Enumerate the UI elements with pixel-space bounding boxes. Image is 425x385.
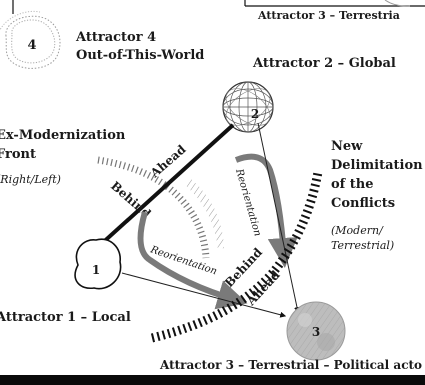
ahead-label-lower: Ahead [243,267,283,308]
ahead-label-upper: Ahead [147,142,189,181]
ex-modernization-front-arc [97,156,210,259]
delimitation-line2: Delimitation [331,158,423,173]
delimitation-sub1: (Modern/ [331,224,384,237]
attractor1-blob [74,238,122,290]
reorientation-label-upper: Reorientation [233,167,263,238]
front-title-line1: Ex-Modernization [0,128,126,143]
attractor4-title-line2: Out-of-This-World [76,48,204,63]
bottom-dark-bar [0,375,425,385]
reorientation-arrow-lower [137,211,248,310]
attractor1-title: Attractor 1 – Local [0,310,131,325]
attractor2-globe [222,81,274,133]
attractor3-circle [286,301,346,361]
attractor2-title: Attractor 2 – Global [252,56,396,71]
local-global-line [86,123,235,258]
reorientation-arrow-upper [234,153,298,268]
attractor2-number: 2 [251,107,259,121]
attractor1-number: 1 [92,263,100,277]
global-to-attractor3-arrow [257,122,300,314]
delimitation-sub2: Terrestrial) [331,239,394,252]
attractor4-title-line1: Attractor 4 [75,30,156,45]
attractor3-title: Attractor 3 – Terrestrial – Political ac… [159,358,422,372]
attractor3-number: 3 [312,325,320,339]
top-attractor3-caption: Attractor 3 – Terrestria [257,9,400,22]
delimitation-line4: Conflicts [331,196,395,211]
new-delimitation-arc [150,171,323,343]
attractor4-number: 4 [27,38,36,53]
attractor4-blob [0,10,61,69]
delimitation-line3: of the [331,177,374,192]
local-to-attractor3-arrow [121,272,287,318]
front-title-line2: Front [0,147,36,162]
front-subtitle: (Right/Left) [0,173,61,186]
delimitation-line1: New [331,139,363,154]
hatched-zone [184,178,224,250]
top-frame-fragment [244,0,425,7]
